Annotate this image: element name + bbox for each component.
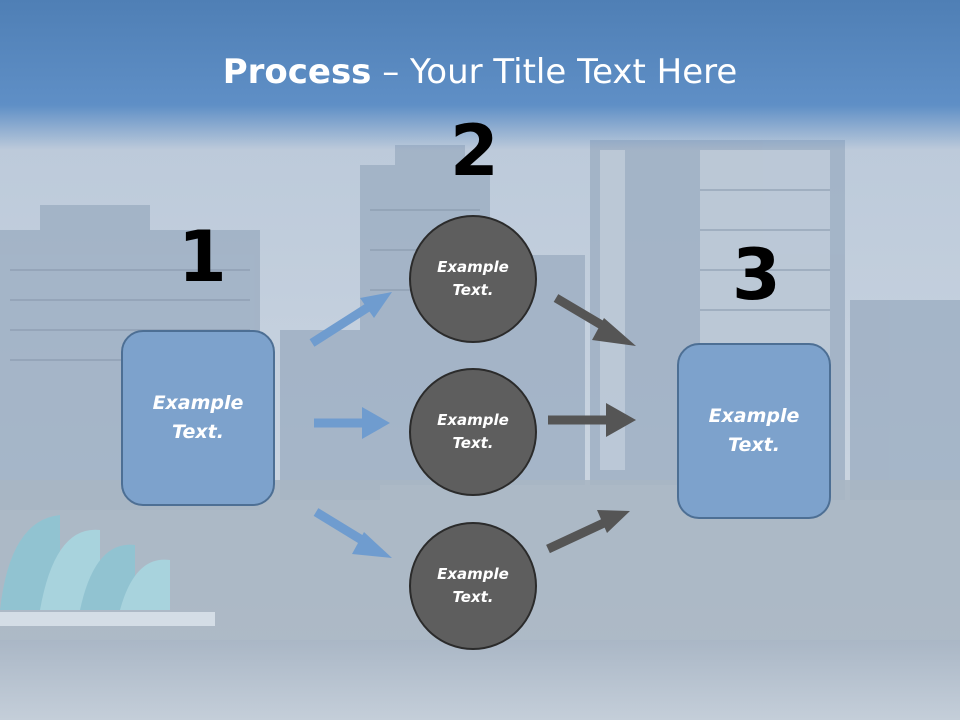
slide-title: Process – Your Title Text Here <box>0 52 960 92</box>
title-bold-part: Process <box>222 52 372 92</box>
left-box: Example Text. <box>121 330 275 506</box>
arrow-from-bottom-circle <box>546 510 630 554</box>
arrow-to-middle-circle <box>314 407 390 439</box>
arrow-to-top-circle <box>309 292 392 347</box>
left-box-text: Example Text. <box>152 392 244 443</box>
arrow-to-bottom-circle <box>313 508 392 558</box>
step-number-1: 1 <box>178 216 227 298</box>
top-circle: Example Text. <box>409 215 537 343</box>
arrow-from-middle-circle <box>548 403 636 437</box>
title-rest-part: – Your Title Text Here <box>371 52 738 92</box>
top-circle-text: Example Text. <box>437 258 509 299</box>
bottom-circle: Example Text. <box>409 522 537 650</box>
middle-circle-text: Example Text. <box>437 411 509 452</box>
right-box: Example Text. <box>677 343 831 519</box>
arrow-from-top-circle <box>553 294 636 346</box>
bottom-circle-text: Example Text. <box>437 565 509 606</box>
middle-circle: Example Text. <box>409 368 537 496</box>
step-number-2: 2 <box>450 110 499 192</box>
right-box-text: Example Text. <box>708 405 800 456</box>
title-band <box>0 0 960 150</box>
step-number-3: 3 <box>732 234 781 316</box>
